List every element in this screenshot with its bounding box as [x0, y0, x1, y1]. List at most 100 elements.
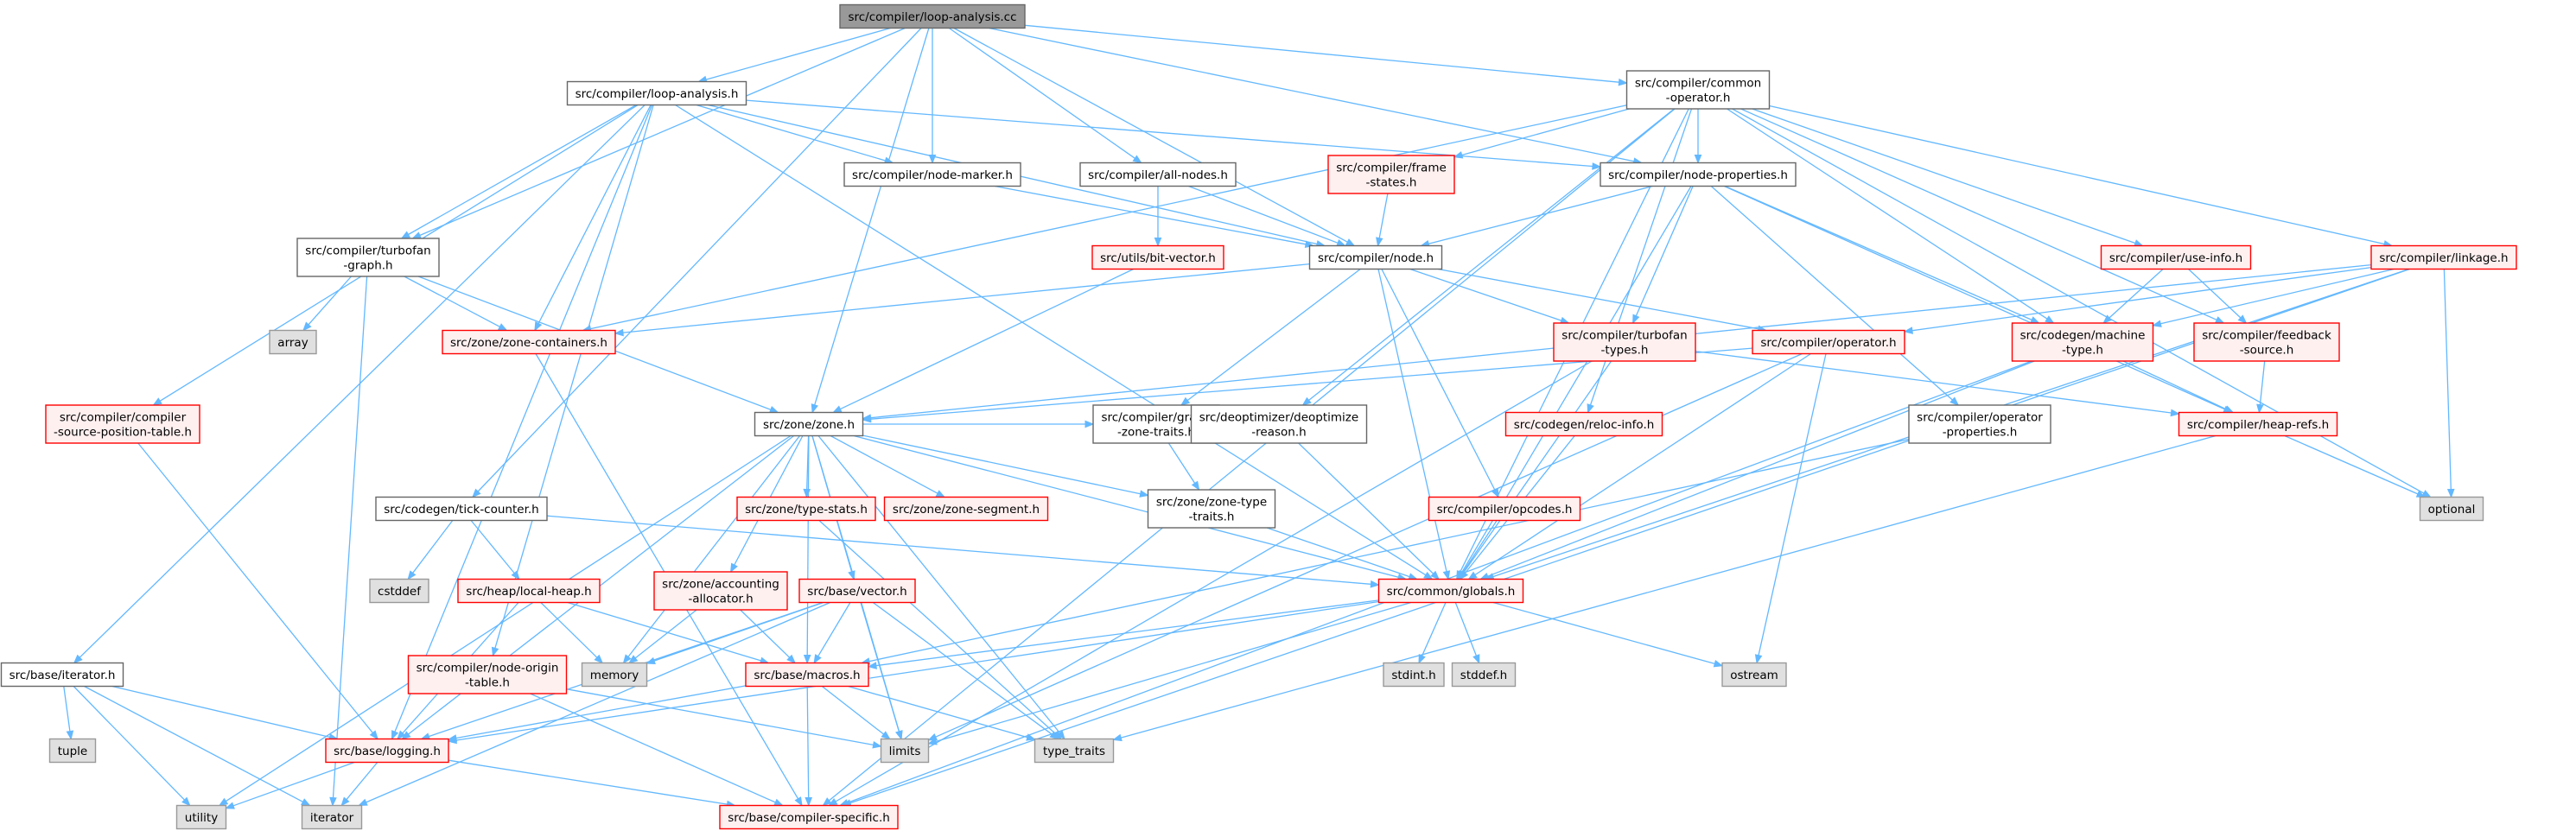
edge-arrowhead: [411, 231, 422, 239]
node-label: src/common/globals.h: [1387, 585, 1516, 599]
node-frame-states-h[interactable]: src/compiler/frame-states.h: [1327, 155, 1455, 194]
edge-arrowhead: [2446, 488, 2455, 498]
edge-heap_refs_h-to-type_traits: [1112, 434, 2217, 742]
edge-line: [1454, 602, 1478, 656]
node-zone-type-traits-h[interactable]: src/zone/zone-type-traits.h: [1147, 489, 1276, 529]
edge-common_operator_h-to-compiler_specific_h: [822, 108, 1676, 807]
node-label: src/zone/zone-type: [1156, 495, 1267, 509]
edge-zone_h-to-memory: [622, 435, 801, 664]
edge-line: [1378, 193, 1389, 238]
node-deoptimize-reason-h[interactable]: src/deoptimizer/deoptimize-reason.h: [1190, 404, 1368, 444]
edge-iterator_h-to-utility: [73, 686, 191, 807]
edge-line: [821, 685, 884, 735]
node-box: [269, 329, 317, 355]
edge-macros_h-to-compiler_specific_h: [805, 686, 813, 807]
edge-arrowhead: [497, 323, 508, 332]
edge-loop_analysis_h-to-node_marker_h: [696, 104, 894, 164]
node-vector-h[interactable]: src/base/vector.h: [798, 578, 916, 604]
node-globals-h[interactable]: src/common/globals.h: [1377, 578, 1524, 604]
node-label: src/heap/local-heap.h: [466, 585, 591, 599]
edge-line: [740, 609, 791, 658]
edge-line: [455, 600, 1379, 741]
node-compiler-specific-h[interactable]: src/base/compiler-specific.h: [719, 804, 899, 830]
edge-deoptimize_reason_h-to-globals_h: [1298, 442, 1441, 580]
edge-line: [634, 609, 697, 659]
node-use-info-h[interactable]: src/compiler/use-info.h: [2100, 244, 2252, 270]
edge-local_heap_h-to-macros_h: [567, 601, 770, 664]
node-bit-vector-h[interactable]: src/utils/bit-vector.h: [1091, 244, 1224, 270]
node-linkage-h[interactable]: src/compiler/linkage.h: [2370, 244, 2517, 270]
node-label: src/compiler/opcodes.h: [1437, 503, 1573, 517]
node-zone-h[interactable]: src/zone/zone.h: [754, 411, 864, 437]
node-loop-analysis-h[interactable]: src/compiler/loop-analysis.h: [566, 80, 747, 106]
node-reloc-info-h[interactable]: src/codegen/reloc-info.h: [1504, 411, 1663, 437]
edge-turbofan_graph_h-to-array: [302, 276, 352, 332]
edge-loop_analysis_cc-to-node_properties_h: [989, 27, 1643, 165]
edge-line: [840, 268, 1134, 410]
node-stdint-h: stdint.h: [1383, 662, 1445, 688]
edge-line: [1463, 360, 1612, 574]
node-zone-containers-h[interactable]: src/zone/zone-containers.h: [442, 329, 616, 355]
edge-logging_h-to-iterator: [340, 762, 378, 807]
node-node-h[interactable]: src/compiler/node.h: [1308, 244, 1443, 270]
node-type-stats-h[interactable]: src/zone/type-stats.h: [736, 496, 876, 522]
edge-line: [1474, 352, 1811, 576]
node-label: src/codegen/machine: [2020, 328, 2146, 342]
node-label: src/compiler/compiler: [60, 410, 187, 424]
node-heap-refs-h[interactable]: src/compiler/heap-refs.h: [2178, 411, 2338, 437]
edge-zone_h-to-zone_type_traits_h: [862, 434, 1149, 498]
node-box: [736, 496, 876, 522]
edge-zone_h-to-macros_h: [803, 435, 811, 664]
node-local-heap-h[interactable]: src/heap/local-heap.h: [457, 578, 601, 604]
node-operator-properties-h[interactable]: src/compiler/operator-properties.h: [1908, 404, 2051, 444]
edge-line: [79, 105, 646, 658]
node-source-position-table-h[interactable]: src/compiler/compiler-source-position-ta…: [45, 404, 200, 444]
edge-common_operator_h-to-use_info_h: [1752, 108, 2144, 247]
edge-zone_h-to-graph_zone_traits_h: [862, 420, 1095, 428]
edge-arrowhead: [1592, 162, 1602, 170]
node-operator-h[interactable]: src/compiler/operator.h: [1752, 329, 1905, 355]
edge-arrowhead: [407, 570, 417, 580]
edge-opcodes_h-to-globals_h: [1458, 520, 1498, 580]
node-opcodes-h[interactable]: src/compiler/opcodes.h: [1428, 496, 1581, 522]
node-zone-segment-h[interactable]: src/zone/zone-segment.h: [883, 496, 1049, 522]
node-feedback-source-h[interactable]: src/compiler/feedback-source.h: [2193, 322, 2340, 362]
edge-globals_h-to-limits: [927, 601, 1412, 745]
node-tick-counter-h[interactable]: src/codegen/tick-counter.h: [375, 496, 548, 522]
node-turbofan-graph-h[interactable]: src/compiler/turbofan-graph.h: [296, 238, 440, 277]
edge-arrowhead: [1903, 327, 1913, 334]
node-node-properties-h[interactable]: src/compiler/node-properties.h: [1600, 162, 1797, 187]
edge-arrowhead: [768, 406, 779, 414]
node-node-marker-h[interactable]: src/compiler/node-marker.h: [843, 162, 1021, 187]
node-logging-h[interactable]: src/base/logging.h: [325, 738, 449, 764]
node-box: [48, 738, 97, 764]
node-label: src/compiler/turbofan: [305, 244, 430, 257]
edge-iterator_h-to-iterator: [84, 685, 311, 807]
edge-use_info_h-to-feedback_source_h: [2188, 269, 2248, 324]
node-turbofan-types-h[interactable]: src/compiler/turbofan-types.h: [1553, 322, 1696, 362]
node-macros-h[interactable]: src/base/macros.h: [745, 662, 869, 688]
node-box: [2011, 322, 2154, 362]
node-machine-type-h[interactable]: src/codegen/machine-type.h: [2011, 322, 2154, 362]
node-accounting-allocator-h[interactable]: src/zone/accounting-allocator.h: [653, 571, 788, 611]
edge-arrowhead: [622, 654, 632, 664]
node-common-operator-h[interactable]: src/compiler/common-operator.h: [1625, 70, 1771, 110]
node-iterator-h[interactable]: src/base/iterator.h: [0, 662, 124, 688]
edge-line: [862, 434, 1141, 495]
edge-line: [994, 185, 1307, 245]
node-label: -graph.h: [343, 258, 392, 272]
edge-line: [875, 599, 1379, 667]
edge-node_properties_h-to-machine_type_h: [1724, 185, 2040, 324]
edge-line: [332, 276, 368, 798]
node-all-nodes-h[interactable]: src/compiler/all-nodes.h: [1079, 162, 1237, 187]
edge-arrowhead: [1345, 238, 1356, 247]
edge-line: [494, 105, 654, 649]
node-layer: src/compiler/loop-analysis.ccsrc/compile…: [0, 3, 2517, 830]
node-label: limits: [889, 745, 921, 758]
node-node-origin-table-h[interactable]: src/compiler/node-origin-table.h: [407, 655, 568, 694]
node-label: tuple: [58, 745, 87, 758]
edge-globals_h-to-stddef_h: [1454, 602, 1480, 664]
edge-bit_vector_h-to-zone_h: [832, 268, 1134, 414]
edge-arrowhead: [73, 654, 83, 664]
edge-arrowhead: [329, 796, 337, 807]
